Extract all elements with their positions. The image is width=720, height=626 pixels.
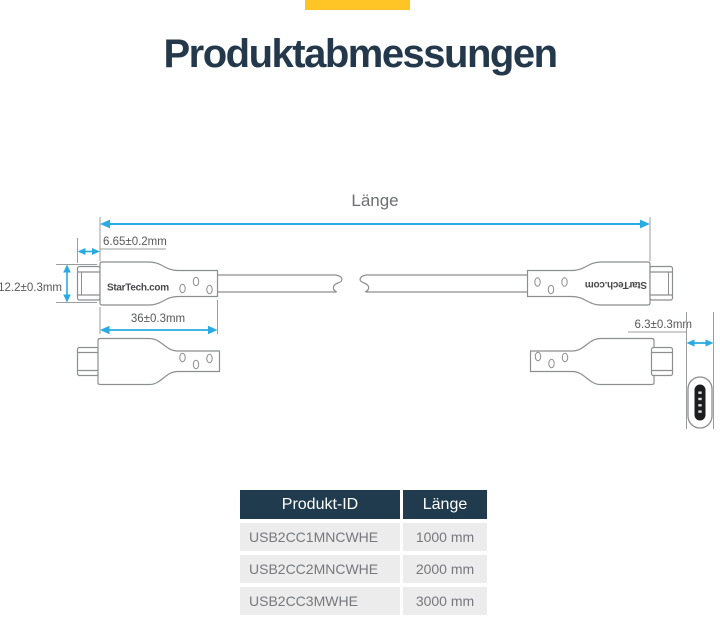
height-label: 12.2±0.3mm [0,282,62,294]
table-row: USB2CC3MWHE 3000 mm [240,587,487,615]
length-cell: 3000 mm [403,587,487,615]
dimension-diagram: Länge 6.65±0.2mm 12.2±0.3mm StarTech.c [0,191,714,429]
table-header-length: Länge [403,490,487,519]
length-dimension-label: Länge [351,191,398,210]
right-connector-top-view [529,337,674,386]
left-connector-top-view [76,337,221,386]
cable-break [217,274,528,293]
length-dimension: Länge [99,191,651,261]
connector-end-view [687,376,713,429]
body-length-label: 36±0.3mm [131,313,185,325]
table-row: USB2CC1MNCWHE 1000 mm [240,523,487,551]
thickness-label: 6.3±0.3mm [635,319,692,331]
table-header-product-id: Produkt-ID [240,490,400,519]
height-dimension: 12.2±0.3mm [0,264,97,303]
tip-length-dimension: 6.65±0.2mm [77,236,167,263]
left-connector-side-view: StarTech.com [76,261,219,306]
length-cell: 1000 mm [403,523,487,551]
product-table: Produkt-ID Länge USB2CC1MNCWHE 1000 mm U… [240,490,487,615]
page-title: Produktabmessungen [163,32,558,76]
product-id-cell: USB2CC2MNCWHE [240,555,400,583]
table-header-row: Produkt-ID Länge [240,490,487,519]
body-length-dimension: 36±0.3mm [99,300,218,335]
thickness-dimension: 6.3±0.3mm [628,312,714,429]
accent-bar [305,0,410,10]
tip-length-label: 6.65±0.2mm [103,236,167,248]
right-connector-side-view: StarTech.com [526,261,674,306]
product-id-cell: USB2CC3MWHE [240,587,400,615]
length-cell: 2000 mm [403,555,487,583]
product-id-cell: USB2CC1MNCWHE [240,523,400,551]
table-row: USB2CC2MNCWHE 2000 mm [240,555,487,583]
brand-text-right: StarTech.com [585,279,647,290]
brand-text-left: StarTech.com [107,283,169,294]
